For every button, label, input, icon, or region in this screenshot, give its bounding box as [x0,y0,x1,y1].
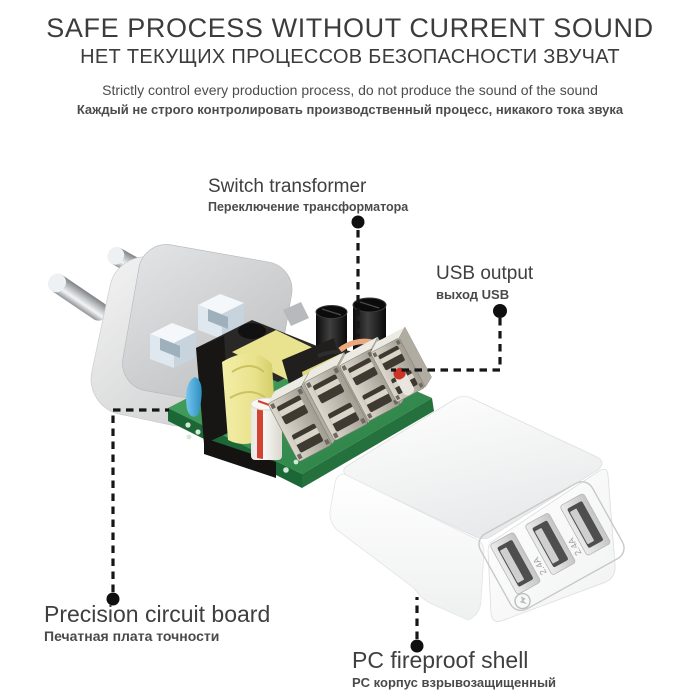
tagline-ru: Каждый не строго контролировать производ… [76,102,624,117]
charger-shell: 2.4A 2.4A [329,395,625,622]
dot-precision-circuit-board [106,592,120,606]
callout-usb-output-en: USB output [436,263,534,284]
dot-switch-transformer [351,215,365,229]
plug-contact-left [150,323,196,368]
header: SAFE PROCESS WITHOUT CURRENT SOUND НЕТ Т… [0,0,700,118]
usb-port-2 [525,513,576,575]
callout-dots [106,215,507,653]
dot-pc-fireproof-shell [410,639,424,653]
callout-precision-circuit-board-ru: Печатная плата точности [44,628,220,644]
callout-pc-fireproof-shell-en: PC fireproof shell [352,647,529,673]
heatsink [283,302,309,326]
capacitor-blue [186,377,202,417]
callout-switch-transformer-ru: Переключение трансформатора [208,200,409,214]
usb-port-1 [490,532,541,595]
callout-switch-transformer-en: Switch transformer [208,176,367,197]
callout-switch-transformer: Switch transformer Переключение трансфор… [208,176,408,215]
page-subtitle-ru: НЕТ ТЕКУЩИХ ПРОЦЕССОВ БЕЗОПАСНОСТИ ЗВУЧА… [80,46,620,68]
leader-usb-output [391,318,502,372]
plug-pin-left [47,273,109,321]
callout-pc-fireproof-shell-ru: PC корпус взрывозащищенный [352,675,557,690]
callout-precision-circuit-board-en: Precision circuit board [44,601,271,627]
dot-usb-output [493,304,507,318]
tagline-en: Strictly control every production proces… [102,82,598,98]
circuit-board [168,297,435,488]
leader-precision-circuit-board [111,408,169,592]
callout-precision-circuit-board: Precision circuit board Печатная плата т… [44,602,270,644]
callout-lines [111,230,502,639]
callout-usb-output: USB output выход USB [436,263,533,302]
plug-contact-right [198,294,244,339]
usb-port-3 [560,493,611,556]
shell-left-face [329,473,485,621]
quick-charge-icon [514,592,531,610]
callout-pc-fireproof-shell: PC fireproof shell PC корпус взрывозащищ… [352,647,557,691]
page-title: SAFE PROCESS WITHOUT CURRENT SOUND [46,13,654,43]
shell-port-panel: 2.4A 2.4A [478,481,625,612]
callout-usb-output-ru: выход USB [436,287,510,302]
